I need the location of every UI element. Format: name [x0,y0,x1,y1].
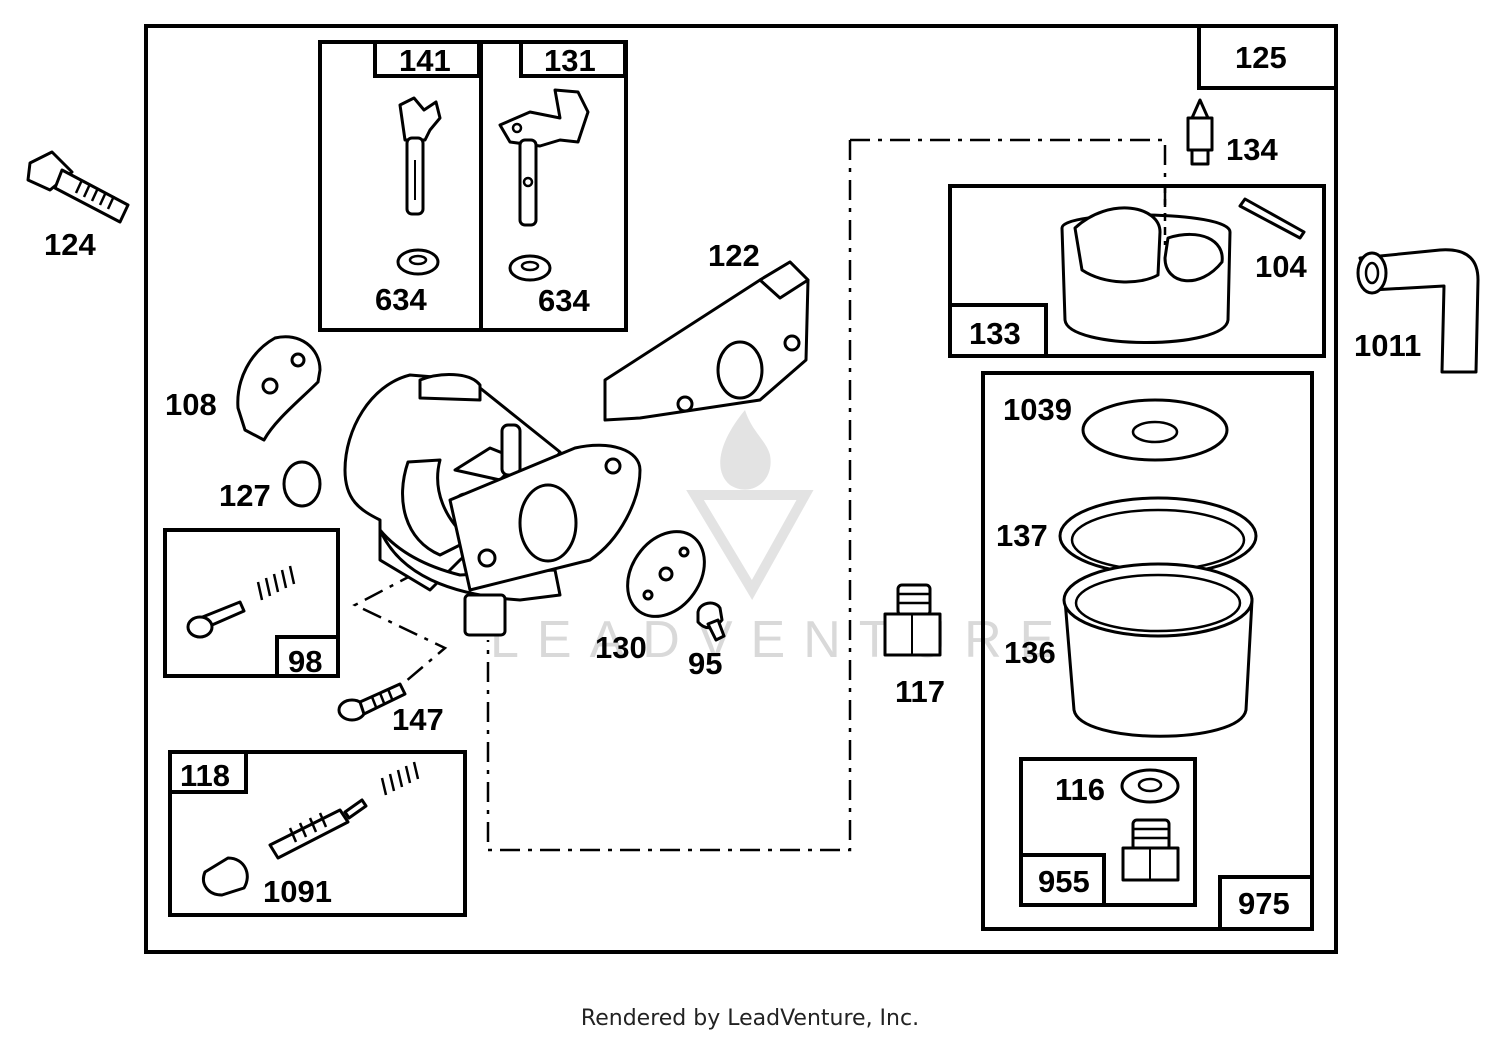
hose-1011-part [1356,248,1480,374]
bolt-955-part [1121,818,1180,882]
label-125: 125 [1235,40,1287,75]
label-117: 117 [895,674,945,709]
label-108: 108 [165,387,217,422]
box-955 [1019,757,1197,907]
bolt-124-part [26,150,130,224]
label-147: 147 [392,702,444,737]
needle-134-part [1186,98,1214,166]
label-141: 141 [399,43,451,78]
label-136: 136 [1004,635,1056,670]
label-1039: 1039 [1003,392,1072,427]
linkline-screw [352,570,448,706]
plug-127-part [282,460,322,508]
idle-screw-147-part [337,682,407,722]
label-98: 98 [288,644,322,679]
label-95: 95 [688,646,722,681]
label-131: 131 [544,43,596,78]
label-116: 116 [1055,772,1105,807]
pin-104-part [1238,197,1306,240]
plate-108-part [236,335,322,442]
label-127: 127 [219,478,271,513]
box-133 [948,184,1326,358]
label-955: 955 [1038,864,1090,899]
label-133: 133 [969,316,1021,351]
label-104: 104 [1255,249,1307,284]
label-122: 122 [708,238,760,273]
washer-1039-part [1081,398,1229,462]
bowl-136-part [1062,562,1254,738]
label-634-a: 634 [375,282,427,317]
shaft-141-part [396,96,442,276]
label-634-b: 634 [538,283,590,318]
tag-125 [1197,24,1338,90]
carburetor-body-part [343,373,642,637]
leadventure-watermark: LEADVENTURE [490,410,1072,669]
float-133-part [1060,185,1232,344]
box-118 [168,750,467,917]
label-137: 137 [996,518,1048,553]
label-1091: 1091 [263,874,332,909]
parts-diagram: LEADVENTURE [26,24,1480,954]
needle-valve-1091-part [202,761,420,897]
main-frame [144,24,1338,954]
label-975: 975 [1238,886,1290,921]
linkline-loop [486,140,852,852]
box-98 [163,528,340,678]
shaft-131-part [498,88,590,282]
spring-screw-98-part [186,565,296,639]
washer-116-part [1120,768,1180,804]
label-124: 124 [44,227,96,262]
box-975 [981,371,1314,931]
plate-130-part [626,530,706,618]
watermark-text: LEADVENTURE [490,611,1072,669]
label-134: 134 [1226,132,1278,167]
screw-95-part [696,601,726,642]
label-1011: 1011 [1354,328,1421,363]
footer-credit: Rendered by LeadVenture, Inc. [580,1006,920,1031]
jet-117-part [883,583,942,657]
gasket-122-part [603,260,810,422]
label-118: 118 [180,758,230,793]
label-130: 130 [595,630,647,665]
